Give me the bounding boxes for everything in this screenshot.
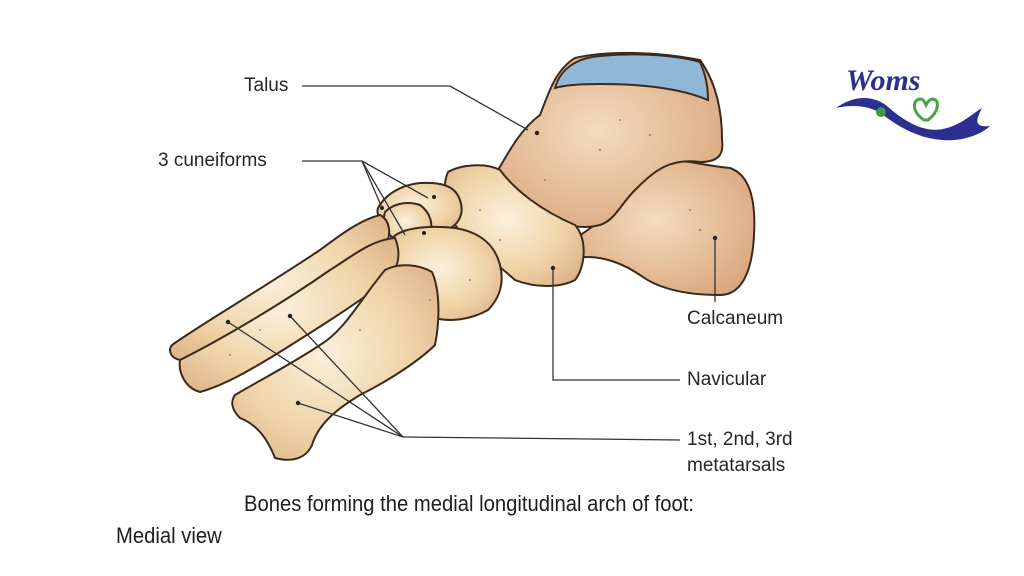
talus-leader	[302, 85, 529, 131]
navicular-leader	[552, 268, 680, 381]
metatarsal-1-bone	[231, 264, 440, 461]
metatarsals-label-line1: 1st, 2nd, 3rd	[687, 429, 793, 450]
caption-title: Bones forming the medial longitudinal ar…	[244, 491, 695, 516]
logo-wave-icon	[836, 97, 990, 141]
talus-label: Talus	[244, 75, 289, 96]
cuneiforms-label: 3 cuneiforms	[158, 150, 267, 171]
metatarsals-label-line2: metatarsals	[687, 455, 786, 476]
woms-logo: Woms	[836, 64, 990, 141]
logo-heart-icon	[913, 97, 939, 122]
leader-lines	[225, 85, 718, 441]
bone-texture-dots	[229, 119, 702, 381]
caption-subtitle: Medial view	[116, 523, 222, 548]
metatarsals-leader	[402, 436, 681, 441]
calcaneum-label: Calcaneum	[687, 308, 784, 329]
navicular-label: Navicular	[687, 369, 767, 390]
logo-dot-icon	[876, 107, 886, 117]
logo-text: Woms	[846, 64, 920, 97]
talus-cartilage	[553, 53, 710, 102]
